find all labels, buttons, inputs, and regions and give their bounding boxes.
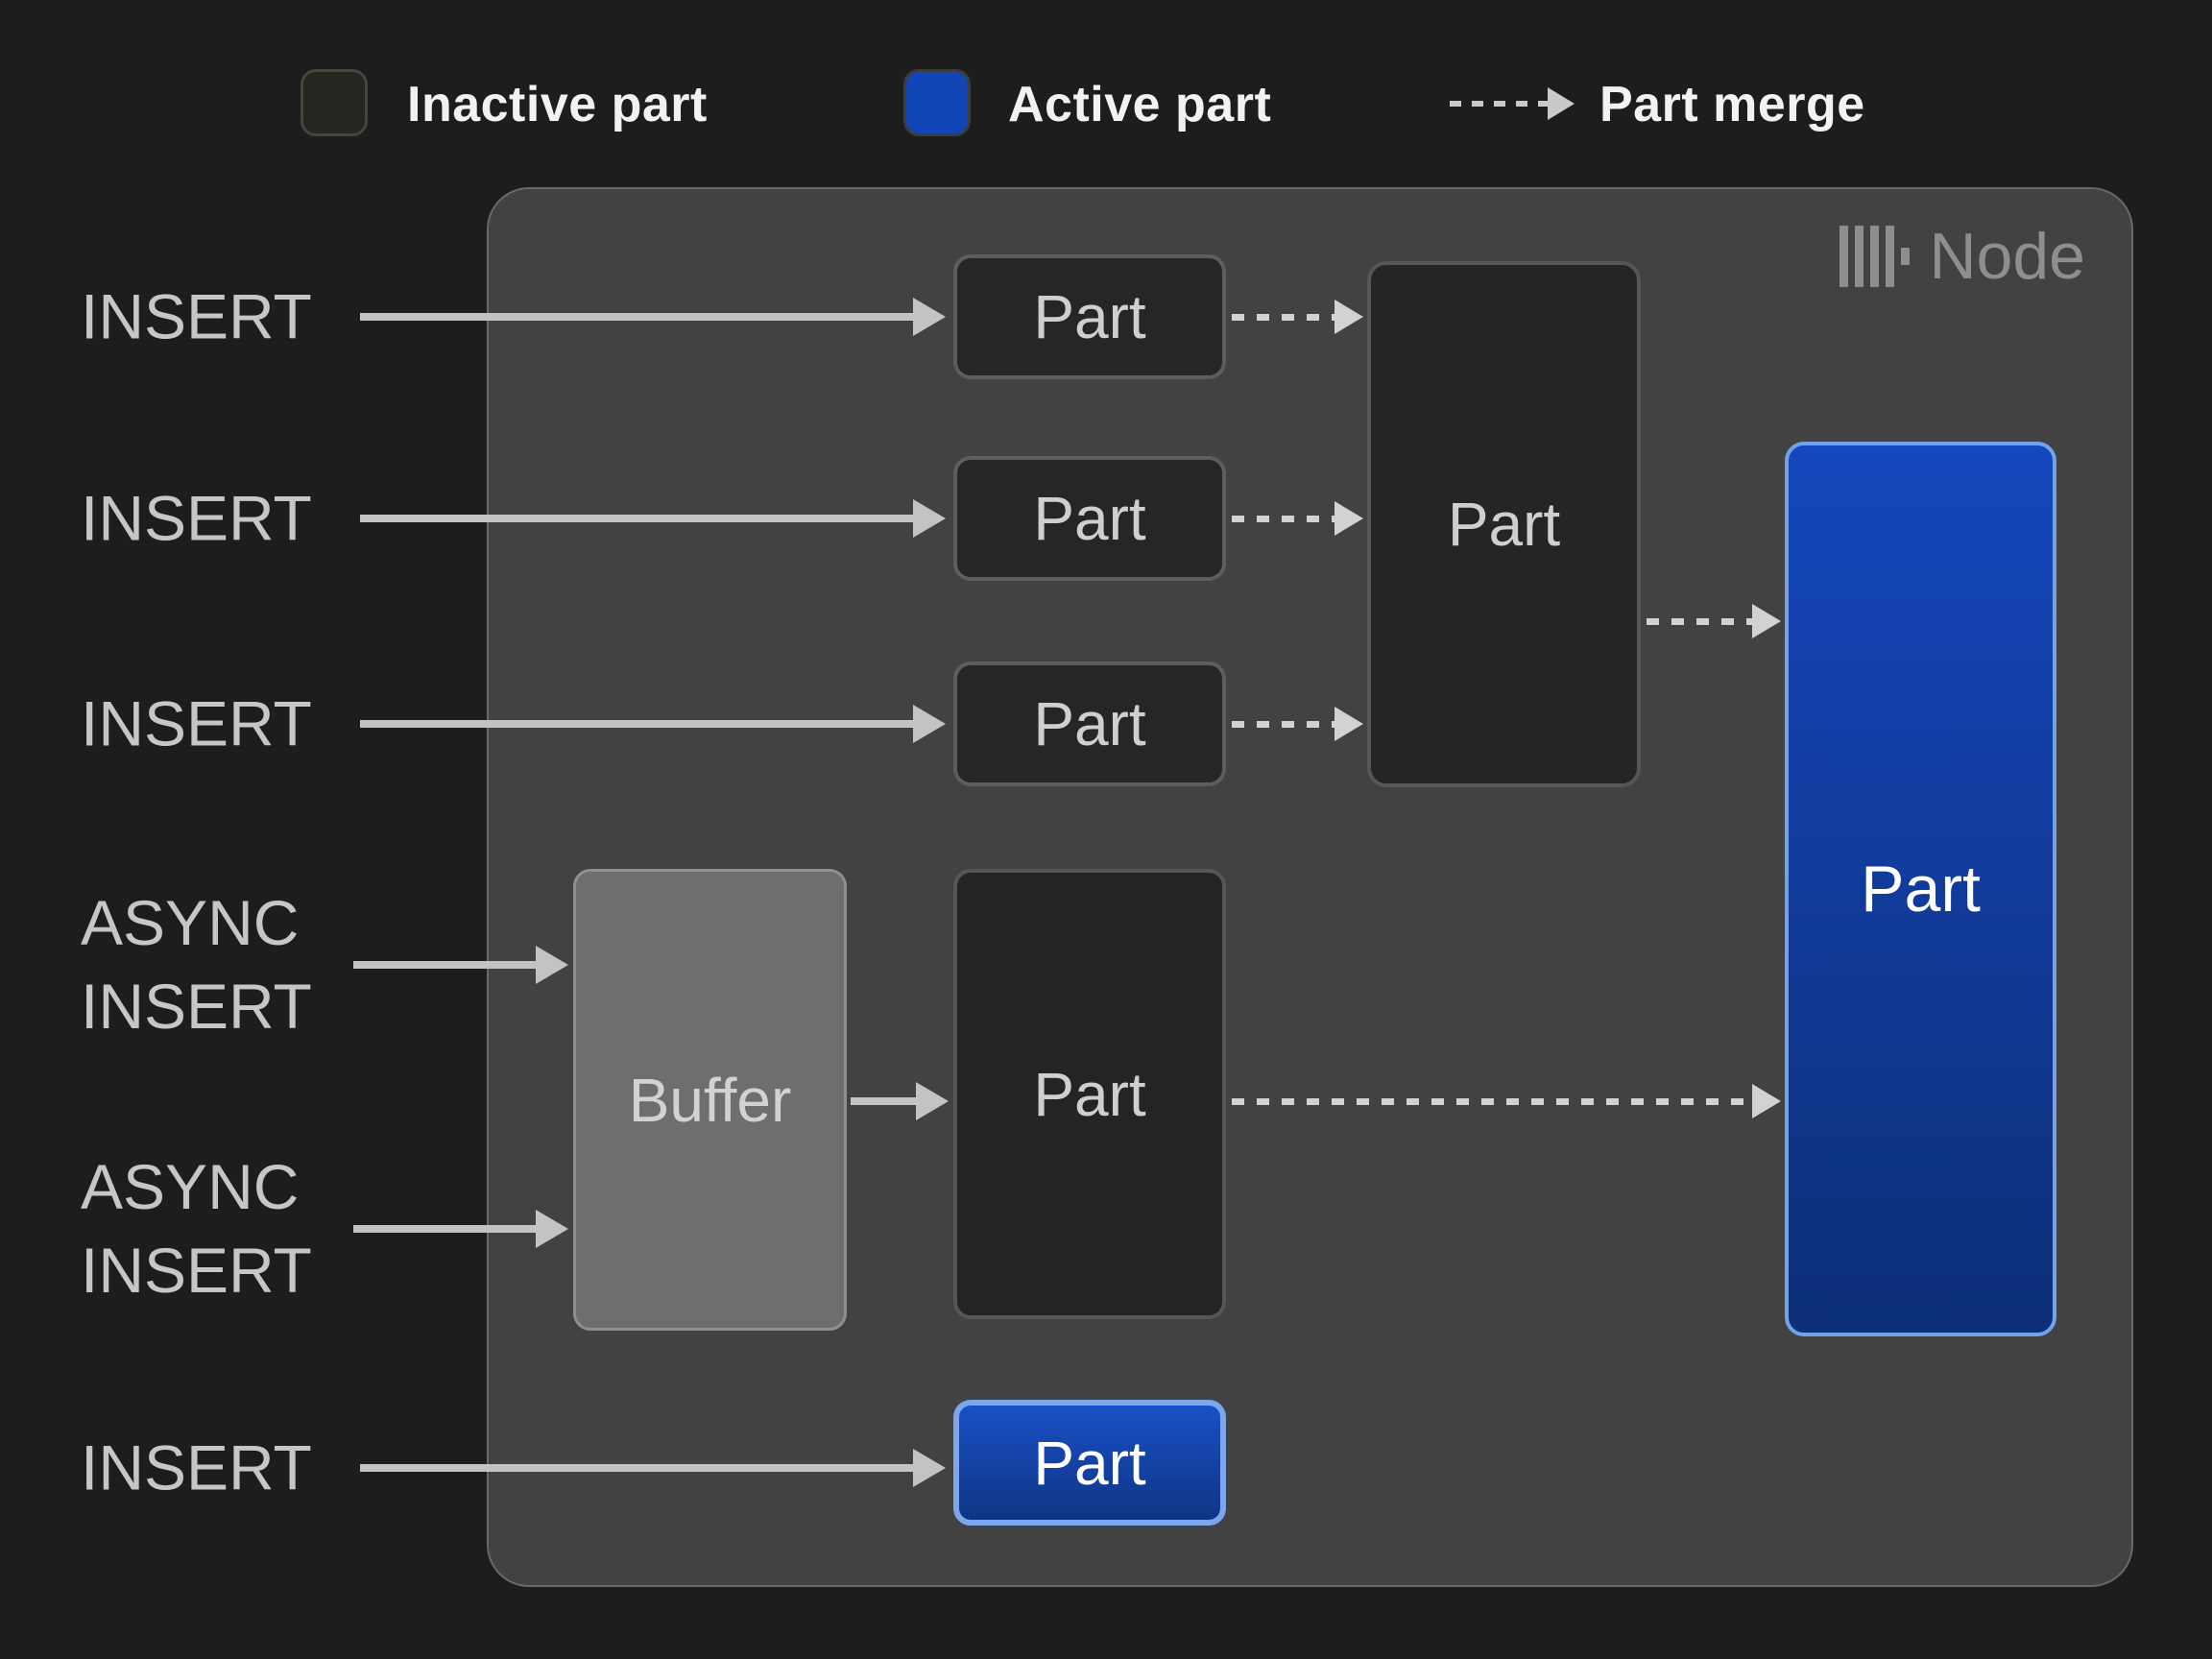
- insert-arrow-2: [360, 499, 946, 538]
- async-insert-label-1: ASYNC INSERT: [81, 886, 312, 1042]
- arrow-head-icon: [1334, 501, 1363, 536]
- insert-arrow-4: [360, 1449, 946, 1487]
- arrow-line: [1232, 313, 1334, 321]
- async-insert-label-2: ASYNC INSERT: [81, 1150, 312, 1306]
- arrow-line: [360, 313, 913, 321]
- arrow-line: [1647, 617, 1752, 625]
- legend-active-swatch: [903, 69, 971, 136]
- legend-merge-label: Part merge: [1599, 77, 1865, 132]
- active-part-box-small: Part: [953, 1400, 1226, 1526]
- part-box-label: Part: [1033, 484, 1146, 553]
- buffer-to-part-arrow: [851, 1082, 949, 1120]
- arrow-line: [1232, 720, 1334, 728]
- insert-arrow-3: [360, 705, 946, 743]
- legend-part-merge-arrow-icon: [1450, 87, 1575, 120]
- insert-label-4: INSERT: [81, 1431, 312, 1503]
- legend-inactive-swatch: [301, 69, 368, 136]
- part-box-2: Part: [953, 456, 1226, 581]
- buffer-box-label: Buffer: [628, 1065, 792, 1135]
- arrow-line: [360, 1464, 913, 1472]
- async-insert-arrow-1: [353, 946, 568, 984]
- arrow-head-icon: [536, 1210, 568, 1248]
- arrow-line: [353, 961, 536, 969]
- arrow-line: [360, 515, 913, 522]
- arrow-line: [1232, 515, 1334, 522]
- arrow-head-icon: [1752, 1084, 1781, 1118]
- arrow-head-icon: [1752, 604, 1781, 638]
- insert-label-1: INSERT: [81, 280, 312, 352]
- part-box-label: Part: [1861, 853, 1981, 926]
- part-box-label: Part: [1033, 1428, 1146, 1498]
- active-part-box-large: Part: [1785, 442, 2056, 1336]
- arrow-head-icon: [1334, 300, 1363, 334]
- part-box-label: Part: [1033, 1059, 1146, 1129]
- legend-inactive-label: Inactive part: [407, 77, 708, 132]
- arrow-line: [1450, 101, 1548, 107]
- insert-label-2: INSERT: [81, 482, 312, 554]
- merge-arrow-to-active: [1647, 604, 1781, 638]
- arrow-line: [1232, 1097, 1752, 1105]
- part-box-label: Part: [1033, 282, 1146, 351]
- arrow-head-icon: [913, 499, 946, 538]
- merge-arrow-3: [1232, 707, 1363, 741]
- merge-arrow-2: [1232, 501, 1363, 536]
- insert-arrow-1: [360, 298, 946, 336]
- arrow-head-icon: [913, 1449, 946, 1487]
- arrow-head-icon: [536, 946, 568, 984]
- arrow-line: [851, 1097, 916, 1105]
- legend-active-label: Active part: [1008, 77, 1272, 132]
- arrow-head-icon: [1334, 707, 1363, 741]
- part-box-label: Part: [1447, 490, 1561, 559]
- arrow-head-icon: [1548, 87, 1575, 120]
- part-box-1: Part: [953, 254, 1226, 379]
- node-title: Node: [1929, 220, 2085, 293]
- async-part-merge-arrow: [1232, 1084, 1781, 1118]
- node-header: Node: [1839, 224, 2085, 289]
- buffer-box: Buffer: [573, 869, 847, 1331]
- clickhouse-logo-icon: [1839, 226, 1911, 287]
- part-box-3: Part: [953, 661, 1226, 786]
- merged-part-box: Part: [1367, 261, 1641, 787]
- arrow-line: [360, 720, 913, 728]
- arrow-line: [353, 1225, 536, 1233]
- async-insert-arrow-2: [353, 1210, 568, 1248]
- merge-arrow-1: [1232, 300, 1363, 334]
- arrow-head-icon: [913, 705, 946, 743]
- insert-label-3: INSERT: [81, 687, 312, 759]
- arrow-head-icon: [916, 1082, 949, 1120]
- part-box-label: Part: [1033, 689, 1146, 758]
- arrow-head-icon: [913, 298, 946, 336]
- async-part-box: Part: [953, 869, 1226, 1319]
